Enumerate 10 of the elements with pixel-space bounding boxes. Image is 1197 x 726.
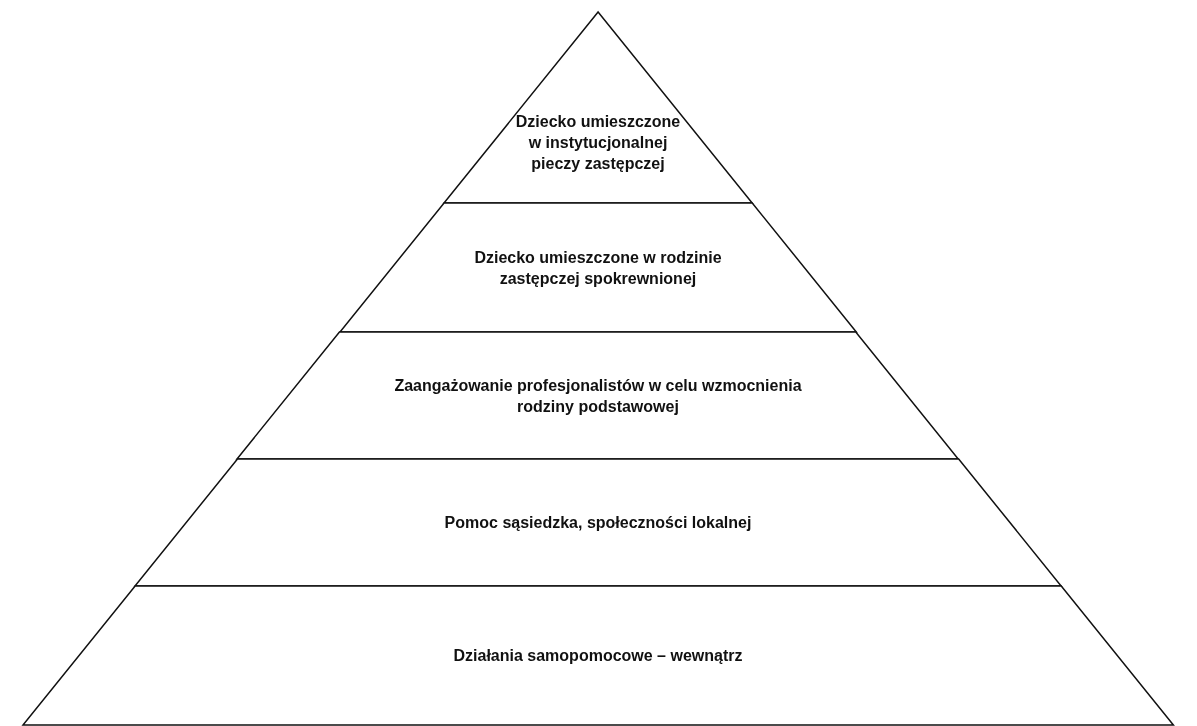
tier-label: Zaangażowanie profesjonalistów w celu wzmocnienia rodziny podstawowej [393,375,803,417]
tier-label: Dziecko umieszczone w instytucjonalnej pieczy zastępczej [514,112,682,174]
tier-label: Pomoc sąsiedzka, społeczności lokalnej [444,513,752,533]
pyramid-apex [443,12,753,203]
tier-label: Działania samopomocowe – wewnątrz [453,646,743,666]
pyramid-tier [22,586,1174,725]
tier-label: Dziecko umieszczone w rodzinie zastępczej spokrewnionej [473,247,723,289]
pyramid-tier [237,332,959,459]
pyramid-tier [134,459,1062,586]
pyramid-tier [339,203,857,332]
